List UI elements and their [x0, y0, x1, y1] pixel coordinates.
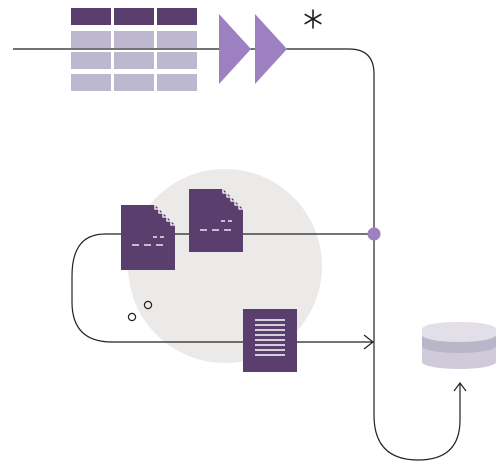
fast-forward-icon [219, 14, 287, 84]
arrow-into-database [453, 382, 467, 392]
text-document-icon [243, 309, 297, 372]
loop-line [71, 233, 374, 343]
top-flow-line [13, 48, 461, 461]
bubbles-icon [127, 300, 153, 322]
database-icon [422, 322, 496, 369]
folded-document-icon [121, 205, 175, 270]
arrow-into-right-node [363, 334, 374, 350]
data-table-icon [71, 8, 197, 91]
folded-document-icon [189, 189, 243, 252]
asterisk-icon [304, 9, 322, 29]
junction-dot [367, 227, 381, 241]
connector-lines [13, 48, 467, 461]
